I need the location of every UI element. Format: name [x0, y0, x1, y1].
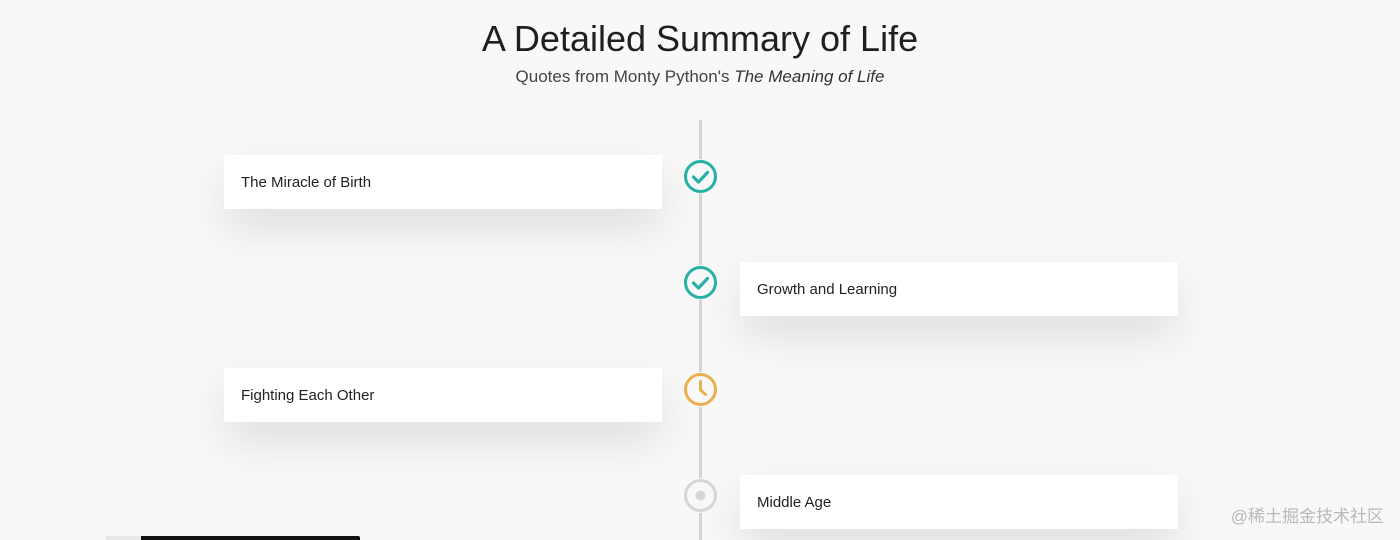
timeline-card[interactable]: Fighting Each Other [224, 368, 662, 422]
watermark: @稀土掘金技术社区 [1230, 507, 1384, 526]
bottom-toolbar-left-edge [106, 536, 141, 540]
timeline-card-label: Middle Age [757, 493, 832, 511]
timeline-line [699, 120, 702, 540]
subtitle-text: Quotes from Monty Python's [515, 67, 730, 86]
dot-circle-icon [683, 478, 718, 513]
timeline-card-label: Fighting Each Other [241, 386, 375, 404]
clock-icon [683, 372, 718, 407]
page-title: A Detailed Summary of Life [481, 18, 919, 59]
timeline-card[interactable]: Growth and Learning [740, 262, 1178, 316]
timeline-card[interactable]: Middle Age [740, 475, 1178, 529]
timeline-card[interactable]: The Miracle of Birth [224, 155, 662, 209]
subtitle-film-title: The Meaning of Life [734, 67, 885, 86]
check-circle-icon [683, 159, 718, 194]
timeline-card-label: Growth and Learning [757, 280, 898, 298]
page-subtitle: Quotes from Monty Python's The Meaning o… [0, 67, 1400, 87]
bottom-toolbar-edge [106, 536, 360, 540]
check-circle-icon [683, 265, 718, 300]
timeline-card-label: The Miracle of Birth [241, 173, 372, 191]
